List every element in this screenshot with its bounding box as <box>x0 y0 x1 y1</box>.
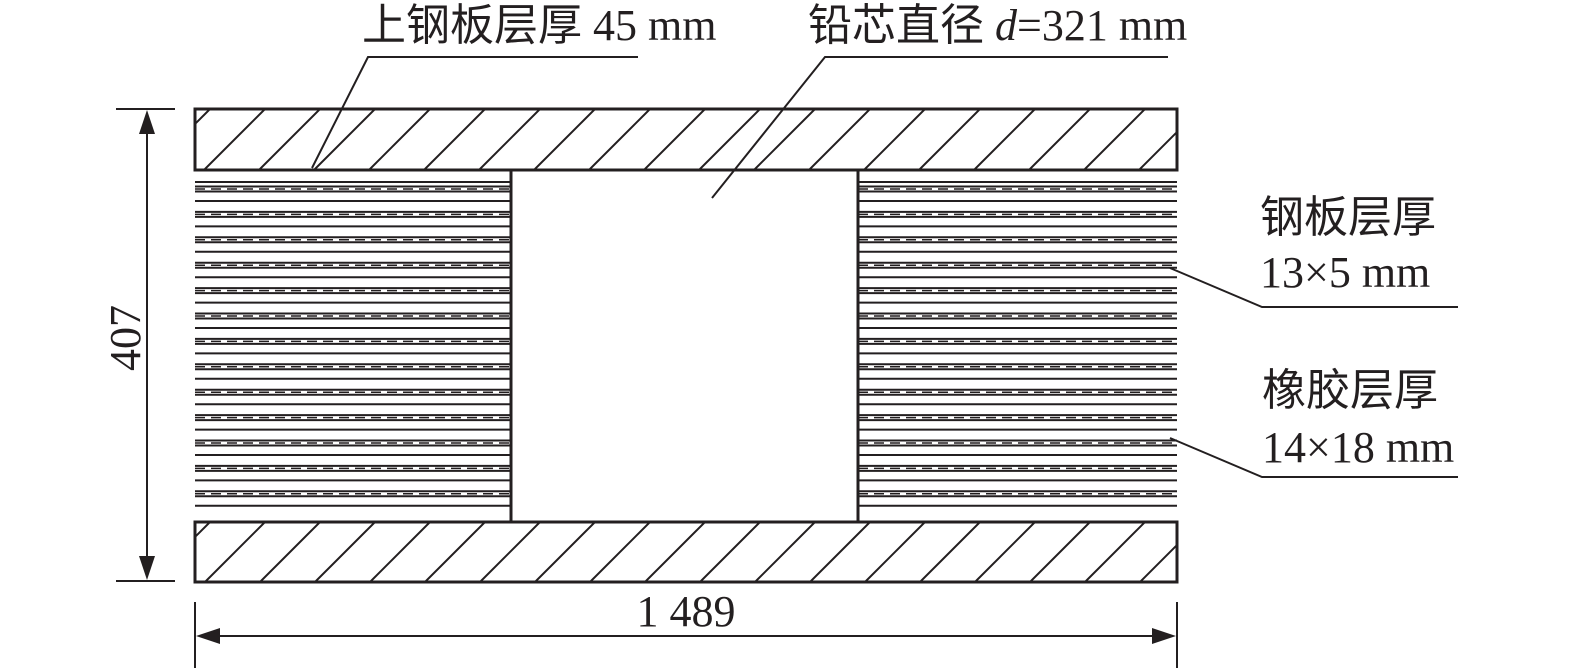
hatch-line <box>809 522 871 582</box>
leader-steel-layer <box>1169 267 1458 308</box>
hatch-line <box>918 109 981 170</box>
lead-core <box>509 168 860 524</box>
lead-core-prefix: 铅芯直径 <box>808 1 995 50</box>
hatch-line <box>259 522 321 582</box>
leader-top-plate <box>311 56 638 169</box>
hatch-line <box>974 522 1036 582</box>
hatch-line <box>589 522 651 582</box>
lead-core-symbol: d <box>995 1 1018 50</box>
top-steel-plate <box>193 107 1179 172</box>
hatch-line <box>195 522 211 539</box>
hatch-line <box>203 109 266 170</box>
hatch-line <box>1138 130 1177 170</box>
hatch-line <box>1029 522 1091 582</box>
lead-core-value: =321 mm <box>1017 1 1187 50</box>
hatch-line <box>533 109 596 170</box>
bottom-steel-plate <box>193 520 1179 584</box>
arrowhead-down <box>139 556 155 580</box>
hatch-line <box>588 109 651 170</box>
label-top-plate-thickness: 上钢板层厚 45 mm <box>362 1 716 50</box>
hatch-line <box>754 522 816 582</box>
width-dimension: 1 489 <box>194 587 1178 668</box>
hatch-line <box>478 109 541 170</box>
label-rubber-layer-title: 橡胶层厚 <box>1262 366 1438 415</box>
hatch-line <box>479 522 541 582</box>
label-rubber-layer-value: 14×18 mm <box>1262 423 1454 472</box>
hatch-line <box>1084 522 1146 582</box>
hatch-line <box>423 109 486 170</box>
leader-lines <box>311 56 1458 478</box>
hatch-line <box>643 109 706 170</box>
hatch-line <box>204 522 266 582</box>
label-steel-layer-title: 钢板层厚 <box>1260 193 1436 242</box>
hatch-line <box>644 522 706 582</box>
arrowhead-up <box>139 110 155 134</box>
hatch-line <box>258 109 321 170</box>
arrowhead-right <box>1152 628 1176 644</box>
right-laminated-layers <box>858 181 1177 507</box>
label-steel-layer-value: 13×5 mm <box>1260 248 1430 297</box>
hatch-line <box>919 522 981 582</box>
hatch-line <box>1028 109 1091 170</box>
height-dimension-text: 407 <box>101 305 150 371</box>
hatch-line <box>534 522 596 582</box>
hatch-line <box>195 109 211 126</box>
hatch-line <box>368 109 431 170</box>
hatch-line <box>1083 109 1146 170</box>
hatch-line <box>808 109 871 170</box>
hatch-line <box>369 522 431 582</box>
hatch-line <box>864 522 926 582</box>
hatch-line <box>863 109 926 170</box>
hatch-line <box>699 522 761 582</box>
arrowhead-left <box>196 628 220 644</box>
leader-rubber-layer <box>1169 437 1458 478</box>
height-dimension: 407 <box>101 108 175 582</box>
width-dimension-text: 1 489 <box>637 587 736 636</box>
leader-lead-core <box>711 56 1168 199</box>
hatch-line <box>973 109 1036 170</box>
hatch-line <box>698 109 761 170</box>
label-lead-core-diameter: 铅芯直径 d=321 mm <box>808 1 1187 50</box>
hatch-line <box>424 522 486 582</box>
hatch-line <box>314 522 376 582</box>
left-laminated-layers <box>195 181 511 507</box>
hatch-line <box>753 109 816 170</box>
hatch-line <box>1139 543 1177 582</box>
hatch-line <box>313 109 376 170</box>
